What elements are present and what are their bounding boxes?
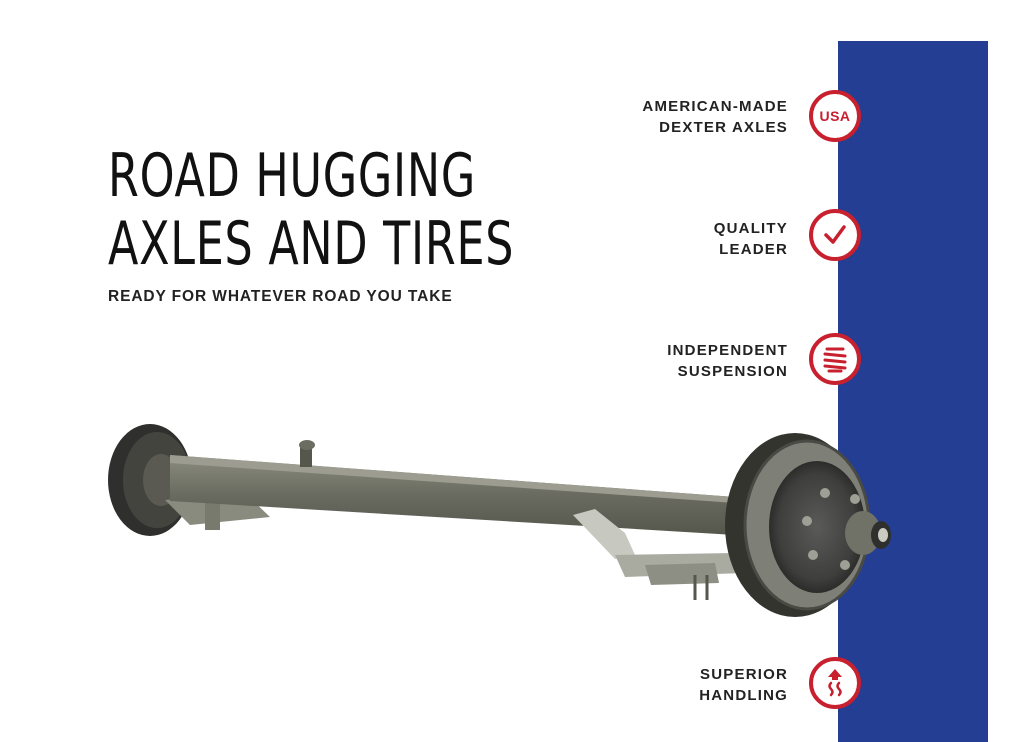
- road-arrow-icon: [809, 657, 861, 709]
- usa-badge-text: USA: [819, 108, 851, 124]
- feature-label-line-1: SUPERIOR: [700, 666, 788, 683]
- feature-label-line-2: SUSPENSION: [677, 363, 788, 380]
- axle-beam: [170, 440, 735, 535]
- feature-american-made: AMERICAN-MADE DEXTER AXLES: [642, 96, 788, 138]
- feature-label-line-1: QUALITY: [713, 220, 788, 237]
- leaf-spring-mount: [573, 509, 745, 600]
- usa-badge-icon: USA: [809, 90, 861, 142]
- feature-label-line-2: HANDLING: [699, 687, 788, 704]
- axle-illustration: [108, 424, 891, 617]
- headline-line-1: ROAD HUGGING: [108, 141, 476, 211]
- feature-label-line-1: AMERICAN-MADE: [642, 98, 788, 115]
- feature-quality-leader: QUALITY LEADER: [714, 218, 788, 260]
- right-brake-drum: [725, 433, 891, 617]
- feature-independent-suspension: INDEPENDENT SUSPENSION: [667, 340, 788, 382]
- headline: ROAD HUGGING AXLES AND TIRES: [108, 142, 514, 278]
- checkmark-icon: [809, 209, 861, 261]
- feature-label-line-2: LEADER: [719, 241, 788, 258]
- feature-superior-handling: SUPERIOR HANDLING: [699, 664, 788, 706]
- spring-icon: [809, 333, 861, 385]
- headline-line-2: AXLES AND TIRES: [108, 209, 515, 279]
- subtitle: READY FOR WHATEVER ROAD YOU TAKE: [108, 288, 453, 305]
- blue-accent-band: [838, 41, 988, 742]
- feature-label-line-2: DEXTER AXLES: [659, 119, 788, 136]
- feature-label-line-1: INDEPENDENT: [667, 342, 788, 359]
